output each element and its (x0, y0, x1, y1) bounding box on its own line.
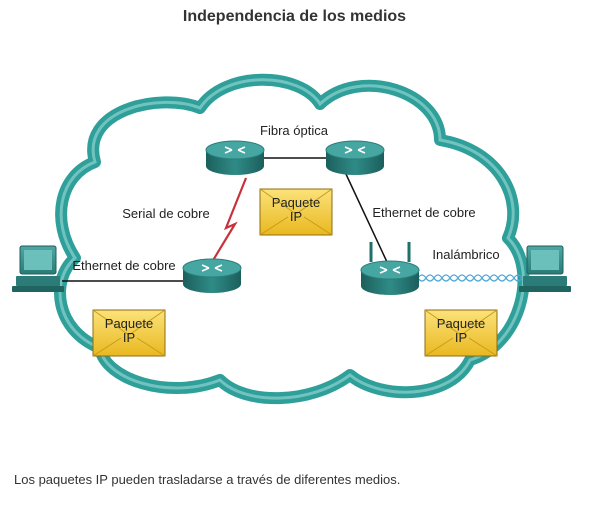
packet-label-line1: Paquete (105, 316, 153, 331)
ethernet-link-right (344, 171, 388, 263)
computer-icon (11, 245, 65, 293)
packet-ip: Paquete IP (92, 309, 166, 357)
router-icon (182, 258, 242, 294)
ethernet-left-label: Ethernet de cobre (72, 258, 175, 273)
fiber-label: Fibra óptica (260, 123, 329, 138)
packet-label-line2: IP (123, 330, 135, 345)
packet-label-line2: IP (455, 330, 467, 345)
packet-label-line1: Paquete (272, 195, 320, 210)
packet-label-line1: Paquete (437, 316, 485, 331)
serial-label: Serial de cobre (122, 206, 209, 221)
packet-ip: Paquete IP (424, 309, 498, 357)
wireless-router-icon (360, 242, 420, 296)
wireless-link (417, 274, 523, 282)
ethernet-right-label: Ethernet de cobre (372, 205, 475, 220)
packet-label-line2: IP (290, 209, 302, 224)
router-icon (325, 140, 385, 176)
computer-icon (518, 245, 572, 293)
router-icon (205, 140, 265, 176)
page-title: Independencia de los medios (182, 8, 407, 25)
serial-link (211, 177, 248, 263)
wireless-label: Inalámbrico (432, 247, 499, 262)
packet-ip: Paquete IP (259, 188, 333, 236)
caption: Los paquetes IP pueden trasladarse a tra… (14, 472, 401, 487)
